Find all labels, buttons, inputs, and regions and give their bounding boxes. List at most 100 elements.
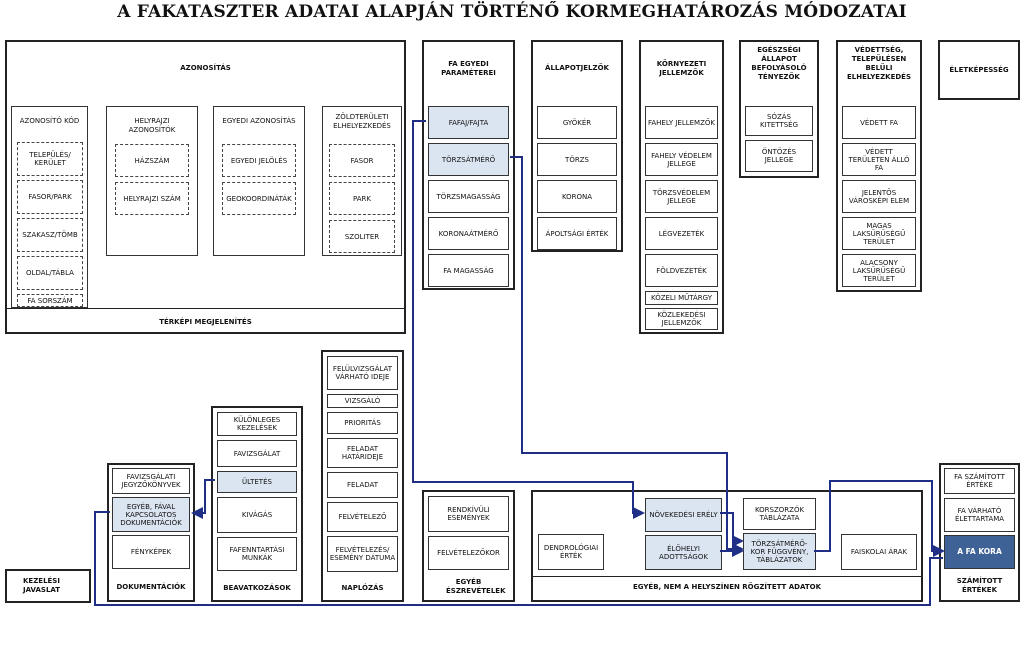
item-egyeb-dokumentaciok: EGYÉB, FÁVAL KAPCSOLATOS DOKUMENTÁCIÓK bbox=[112, 497, 190, 532]
item-fafenntartasi: FAFENNTARTÁSI MUNKÁK bbox=[217, 537, 297, 571]
item-szakasz: SZAKASZ/TÖMB bbox=[17, 218, 83, 252]
divider bbox=[7, 308, 404, 309]
item-korona: KORONA bbox=[537, 180, 617, 213]
arrow-fafaj-to-novekedesi bbox=[412, 120, 645, 519]
panel-kornyezeti: KÖRNYEZETI JELLEMZŐK FAHELY JELLEMZŐK FA… bbox=[639, 40, 724, 334]
item-rendkivuli: RENDKÍVÜLI ESEMÉNYEK bbox=[428, 496, 509, 532]
item-feladat: FELADAT bbox=[327, 472, 398, 498]
item-felvetelezes-datum: FELVÉTELEZÉS/ ESEMÉNY DÁTUMA bbox=[327, 536, 398, 572]
item-felvetelezokor: FELVÉTELEZŐKOR bbox=[428, 536, 509, 570]
item-hazszam: HÁZSZÁM bbox=[115, 144, 189, 177]
panel-title: KEZELÉSI JAVASLAT bbox=[23, 577, 61, 594]
item-apoltsagi: ÁPOLTSÁGI ÉRTÉK bbox=[537, 217, 617, 250]
arrow-novekedesi-to-torzsatmero-kor bbox=[720, 512, 744, 547]
item-prioritas: PRIORITÁS bbox=[327, 412, 398, 434]
panel-naplozas: FELÜLVIZSGÁLAT VÁRHATÓ IDEJE VIZSGÁLÓ PR… bbox=[321, 350, 404, 602]
item-felulvizsgalat: FELÜLVIZSGÁLAT VÁRHATÓ IDEJE bbox=[327, 356, 398, 390]
item-magas-laksuruseg: MAGAS LAKSŰRŰSÉGŰ TERÜLET bbox=[842, 217, 916, 250]
panel-fa-egyedi: FA EGYEDI PARAMÉTEREI FAFAJ/FAJTA TÖRZSÁ… bbox=[422, 40, 515, 290]
group-helyrajzi: HELYRAJZI AZONOSÍTÓK HÁZSZÁM HELYRAJZI S… bbox=[106, 106, 198, 256]
item-ultetes: ÜLTETÉS bbox=[217, 471, 297, 493]
item-torzsmagassag: TÖRZSMAGASSÁG bbox=[428, 180, 509, 213]
panel-title: AZONOSÍTÁS bbox=[180, 64, 231, 72]
item-torzs: TÖRZS bbox=[537, 143, 617, 176]
panel-vedettseg: VÉDETTSÉG, TELEPÜLÉSEN BELÜLI ELHELYEZKE… bbox=[836, 40, 922, 292]
item-varoskepi: JELENTŐS VÁROSKÉPI ELEM bbox=[842, 180, 916, 213]
panel-footer: TÉRKÉPI MEGJELENÍTÉS bbox=[159, 318, 252, 326]
panel-title: ÁLLAPOTJELZŐK bbox=[545, 64, 609, 72]
item-torzsvedelem: TÖRZSVÉDELEM JELLEGE bbox=[645, 180, 718, 213]
panel-title: EGYÉB ÉSZREVÉTELEK bbox=[446, 578, 506, 595]
item-torzsatmero: TÖRZSÁTMÉRŐ bbox=[428, 143, 509, 176]
panel-title: ÉLETKÉPESSÉG bbox=[949, 66, 1009, 74]
diagram-title: A FAKATASZTER ADATAI ALAPJÁN TÖRTÉNŐ KOR… bbox=[117, 2, 907, 22]
item-fasor-park: FASOR/PARK bbox=[17, 180, 83, 214]
panel-eletkepesseg: ÉLETKÉPESSÉG bbox=[938, 40, 1020, 100]
item-fa-magassag: FA MAGASSÁG bbox=[428, 254, 509, 287]
group-azonosito-kod: AZONOSÍTÓ KÓD TELEPÜLÉS/ KERÜLET FASOR/P… bbox=[11, 106, 88, 308]
panel-title: KÖRNYEZETI JELLEMZŐK bbox=[656, 60, 707, 77]
item-vizsgalo: VIZSGÁLÓ bbox=[327, 394, 398, 408]
panel-title: NAPLÓZÁS bbox=[341, 584, 384, 592]
item-favizsgalati-jegyzokonyvek: FAVIZSGÁLATI JEGYZŐKÖNYVEK bbox=[112, 468, 190, 494]
panel-szamitott: FA SZÁMÍTOTT ÉRTÉKE FA VÁRHATÓ ÉLETTARTA… bbox=[939, 463, 1020, 602]
arrow-torzsatmero-kor-to-fa-kora bbox=[814, 480, 945, 557]
item-telepules: TELEPÜLÉS/ KERÜLET bbox=[17, 142, 83, 176]
panel-kezelesi: KEZELÉSI JAVASLAT bbox=[5, 569, 91, 603]
item-feladat-hatarideje: FELADAT HATÁRIDEJE bbox=[327, 438, 398, 468]
panel-beavatkozasok: KÜLÖNLEGES KEZELÉSEK FAVIZSGÁLAT ÜLTETÉS… bbox=[211, 406, 303, 602]
item-geokoordinatak: GEOKOORDINÁTÁK bbox=[222, 182, 296, 215]
item-fa-szamitott-erteke: FA SZÁMÍTOTT ÉRTÉKE bbox=[944, 468, 1015, 494]
arrow-fa-kora-to-dokumentaciok bbox=[94, 511, 943, 606]
item-kivagas: KIVÁGÁS bbox=[217, 497, 297, 533]
item-gyoker: GYÖKÉR bbox=[537, 106, 617, 139]
item-oldal: OLDAL/TÁBLA bbox=[17, 256, 83, 290]
item-egyedi-jeloles: EGYEDI JELÖLÉS bbox=[222, 144, 296, 177]
item-felvetelezo: FELVÉTELEZŐ bbox=[327, 502, 398, 532]
item-vedett-fa: VÉDETT FA bbox=[842, 106, 916, 139]
arrow-ultetes-to-dokumentaciok bbox=[191, 479, 215, 519]
panel-azonositas: AZONOSÍTÁS AZONOSÍTÓ KÓD TELEPÜLÉS/ KERÜ… bbox=[5, 40, 406, 334]
item-fahely: FAHELY JELLEMZŐK bbox=[645, 106, 718, 139]
item-fahely-vedelem: FAHELY VÉDELEM JELLEGE bbox=[645, 143, 718, 176]
panel-title: SZÁMÍTOTT ÉRTÉKEK bbox=[956, 577, 1003, 594]
panel-title: FA EGYEDI PARAMÉTEREI bbox=[441, 60, 496, 77]
group-title: HELYRAJZI AZONOSÍTÓK bbox=[128, 117, 176, 134]
item-korszorzok: KORSZORZÓK TÁBLÁZATA bbox=[743, 498, 816, 530]
item-novekedesi-erely: NÖVEKEDÉSI ERÉLY bbox=[645, 498, 722, 532]
panel-title: DOKUMENTÁCIÓK bbox=[116, 583, 186, 591]
item-park: PARK bbox=[329, 182, 395, 215]
panel-title: EGYÉB, NEM A HELYSZÍNEN RÖGZÍTETT ADATOK bbox=[632, 583, 821, 591]
item-kozlekedesi: KÖZLEKEDÉSI JELLEMZŐK bbox=[645, 308, 718, 330]
arrow-torzsatmero-to-torzsatmero-kor bbox=[510, 156, 744, 555]
item-fafaj: FAFAJ/FAJTA bbox=[428, 106, 509, 139]
item-favizsgalat: FAVIZSGÁLAT bbox=[217, 440, 297, 467]
panel-egyeb-eszrevetelek: RENDKÍVÜLI ESEMÉNYEK FELVÉTELEZŐKOR EGYÉ… bbox=[422, 490, 515, 602]
item-fenykepek: FÉNYKÉPEK bbox=[112, 535, 190, 569]
item-helyrajzi-szam: HELYRAJZI SZÁM bbox=[115, 182, 189, 215]
panel-egeszsegi: EGÉSZSÉGI ÁLLAPOT BEFOLYÁSOLÓ TÉNYEZŐK S… bbox=[739, 40, 819, 178]
item-vedett-teruleten: VÉDETT TERÜLETEN ÁLLÓ FA bbox=[842, 143, 916, 176]
item-ontozes: ÖNTÖZÉS JELLEGE bbox=[745, 140, 813, 172]
group-egyedi: EGYEDI AZONOSÍTÁS EGYEDI JELÖLÉS GEOKOOR… bbox=[213, 106, 305, 256]
item-faiskolai-arak: FAISKOLAI ÁRAK bbox=[841, 534, 917, 570]
panel-title: EGÉSZSÉGI ÁLLAPOT BEFOLYÁSOLÓ TÉNYEZŐK bbox=[751, 46, 807, 81]
item-fa-sorszam: FA SORSZÁM bbox=[17, 294, 83, 307]
group-zold: ZÖLDTERÜLETI ELHELYEZKEDÉS FASOR PARK SZ… bbox=[322, 106, 402, 256]
item-fasor: FASOR bbox=[329, 144, 395, 177]
divider bbox=[533, 576, 921, 577]
group-title: ZÖLDTERÜLETI ELHELYEZKEDÉS bbox=[333, 113, 391, 130]
item-alacsony-laksuruseg: ALACSONY LAKSŰRŰSÉGŰ TERÜLET bbox=[842, 254, 916, 287]
item-dendrologiai: DENDROLÓGIAI ÉRTÉK bbox=[538, 534, 604, 570]
item-kulonleges: KÜLÖNLEGES KEZELÉSEK bbox=[217, 412, 297, 436]
item-legvezetek: LÉGVEZETÉK bbox=[645, 217, 718, 250]
item-fa-varhato-elettartama: FA VÁRHATÓ ÉLETTARTAMA bbox=[944, 498, 1015, 532]
panel-allapot: ÁLLAPOTJELZŐK GYÖKÉR TÖRZS KORONA ÁPOLTS… bbox=[531, 40, 623, 252]
item-szoliter: SZOLITER bbox=[329, 220, 395, 253]
panel-title: BEAVATKOZÁSOK bbox=[223, 584, 291, 592]
item-kozeli-mutargy: KÖZELI MŰTÁRGY bbox=[645, 291, 718, 305]
panel-dokumentaciok: FAVIZSGÁLATI JEGYZŐKÖNYVEK EGYÉB, FÁVAL … bbox=[107, 463, 195, 602]
group-title: EGYEDI AZONOSÍTÁS bbox=[222, 117, 296, 125]
item-koronaatmero: KORONAÁTMÉRŐ bbox=[428, 217, 509, 250]
